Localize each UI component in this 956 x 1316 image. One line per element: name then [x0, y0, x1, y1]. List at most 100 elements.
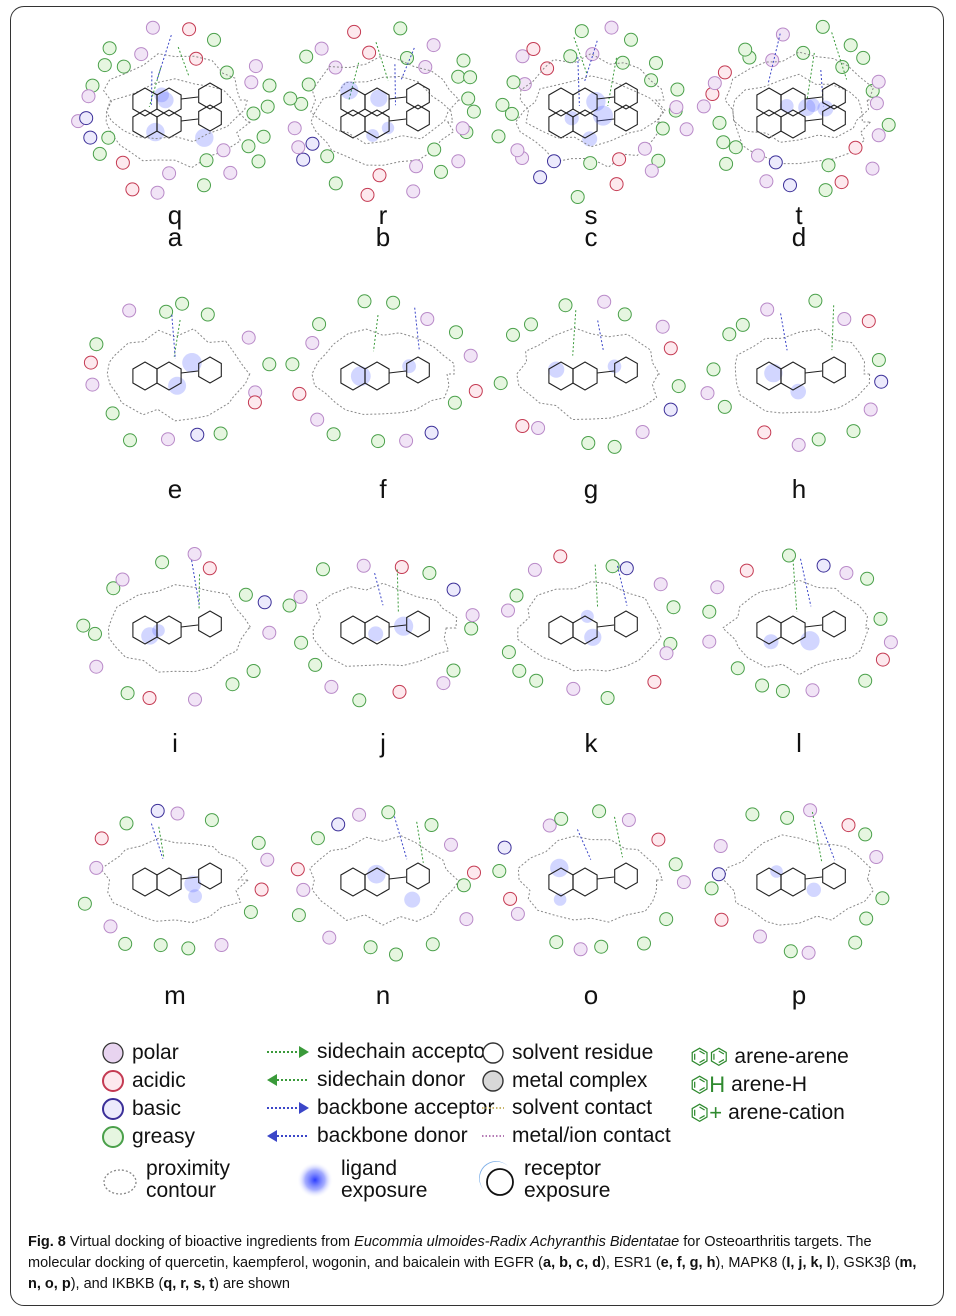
residue-circle-basic	[83, 130, 98, 145]
interaction-line	[780, 313, 788, 351]
basic-circle-icon	[102, 1098, 124, 1120]
residue-circle-basic	[150, 803, 165, 818]
residue-circle-basic	[79, 111, 94, 126]
legend-metal-complex: metal complex	[480, 1068, 647, 1094]
residue-circle-basic	[816, 558, 831, 573]
ligand-bond	[180, 96, 199, 100]
legend-arene-cation-label: arene-cation	[728, 1101, 845, 1124]
residue-circle-greasy	[815, 19, 830, 34]
interaction-diagram-o	[492, 804, 691, 957]
residue-circle-acidic	[526, 42, 541, 56]
ligand-ring	[198, 862, 222, 890]
residue-circle-greasy	[371, 434, 386, 449]
residue-circle-greasy	[843, 38, 858, 53]
residue-circle-basic	[424, 425, 439, 440]
docking-panel-d: d	[694, 22, 904, 262]
residue-circle-greasy	[549, 935, 564, 950]
residue-circle-greasy	[730, 661, 745, 676]
ligand-exposure-spot	[550, 858, 569, 878]
residue-circle-basic	[547, 154, 561, 169]
panel-letter: s	[584, 200, 598, 230]
proximity-contour	[734, 328, 871, 414]
interaction-diagram-q	[79, 20, 277, 181]
ligand-exposure-spot	[548, 361, 565, 378]
residue-circle-acidic	[125, 182, 140, 197]
interaction-line	[800, 558, 812, 607]
residue-circle-greasy	[745, 807, 760, 822]
docking-panel-q: q	[70, 0, 280, 240]
legend-backbone-donor: backbone donor	[265, 1124, 468, 1148]
docking-panel-c: c	[486, 22, 696, 262]
panel-letter: f	[379, 474, 387, 504]
residue-circle-greasy	[119, 816, 134, 831]
legend-metal-ion-contact: metal/ion contact	[480, 1124, 671, 1148]
residue-circle-polar	[696, 99, 711, 114]
legend-solvent-residue-label: solvent residue	[512, 1041, 654, 1064]
residue-circle-greasy	[262, 357, 277, 372]
residue-circle-greasy	[116, 59, 131, 74]
ligand-ring	[340, 867, 366, 897]
residue-circle-polar	[170, 806, 185, 821]
residue-circle-greasy	[159, 304, 174, 319]
residue-circle-greasy	[251, 154, 266, 169]
ligand-bond	[388, 118, 407, 122]
residue-circle-greasy	[554, 811, 569, 826]
caption-group-ikbkb: q, r, s, t	[163, 1276, 215, 1292]
residue-circle-polar	[465, 608, 480, 623]
residue-circle-polar	[463, 348, 478, 363]
residue-circle-polar	[426, 38, 441, 53]
ligand-ring	[198, 356, 222, 384]
residue-circle-acidic	[142, 691, 157, 705]
docking-panel-p: p	[694, 780, 904, 1020]
residue-circle-greasy	[668, 857, 683, 872]
residue-circle-greasy	[856, 50, 871, 65]
panel-letter: i	[172, 728, 178, 758]
proximity-contour	[310, 54, 461, 145]
residue-circle-greasy	[106, 581, 121, 596]
residue-circle-greasy	[651, 153, 666, 168]
docking-panel-i: i	[70, 528, 280, 768]
residue-circle-acidic	[841, 818, 856, 833]
legend-solvent-contact: solvent contact	[480, 1096, 652, 1120]
residue-circle-acidic	[290, 862, 305, 877]
residue-circle-greasy	[260, 99, 275, 114]
residue-circle-greasy	[89, 337, 104, 352]
panel-letter: d	[791, 222, 807, 252]
residue-circle-polar	[865, 161, 880, 176]
residue-circle-polar	[713, 839, 728, 853]
proximity-contour-icon	[103, 1169, 137, 1195]
residue-circle-greasy	[326, 427, 341, 442]
ligand-ring	[822, 862, 846, 890]
residue-circle-basic	[296, 152, 311, 167]
proximity-contour	[724, 51, 874, 143]
solvent-residue-icon	[482, 1042, 504, 1064]
backbone-donor-arrow-icon	[267, 1130, 309, 1142]
residue-circle-greasy	[719, 156, 734, 171]
residue-circle-polar	[710, 580, 725, 595]
residue-circle-polar	[89, 659, 104, 674]
residue-circle-polar	[753, 929, 767, 944]
residue-circle-acidic	[115, 155, 130, 170]
residue-circle-greasy	[207, 32, 221, 47]
interaction-line	[414, 307, 420, 350]
docking-panel-n: n	[278, 780, 488, 1020]
ligand-ring	[572, 615, 598, 645]
residue-circle-greasy	[238, 587, 253, 602]
legend-sidechain-donor: sidechain donor	[265, 1068, 465, 1092]
ligand-exposure-spot	[157, 92, 174, 109]
interaction-diagram-m	[77, 803, 275, 956]
residue-circle-greasy	[456, 53, 471, 68]
ligand-bond	[804, 370, 823, 374]
ligand-ring	[198, 82, 222, 110]
metal-ion-contact-line-icon	[482, 1135, 504, 1137]
residue-circle-acidic	[254, 882, 269, 897]
docking-panel-k: k	[486, 528, 696, 768]
residue-circle-polar	[871, 74, 886, 89]
proximity-contour	[312, 582, 458, 667]
residue-circle-polar	[188, 692, 202, 707]
caption-fig-label: Fig. 8	[28, 1234, 66, 1250]
residue-circle-polar	[604, 20, 619, 35]
residue-circle-greasy	[617, 307, 632, 322]
ligand-exposure-spot	[553, 893, 567, 906]
